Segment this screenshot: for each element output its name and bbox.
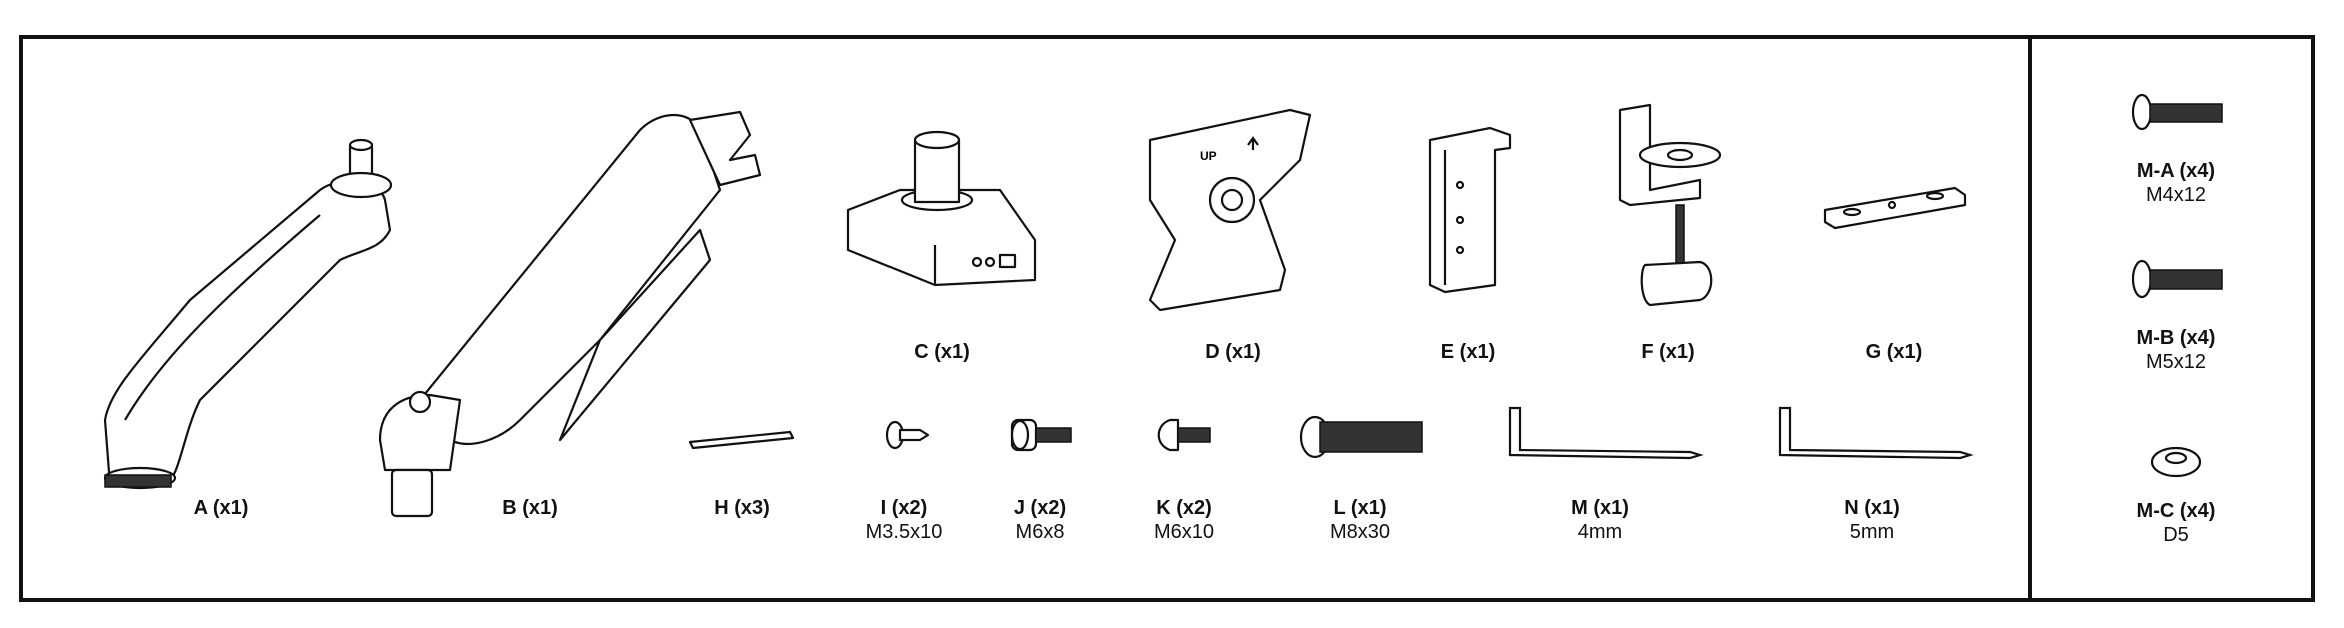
part-mb-screw-illustration xyxy=(2131,259,2223,299)
part-title: M-B (x4) xyxy=(2136,327,2216,349)
label-part-j: J (x2)M6x8 xyxy=(1014,496,1066,544)
part-title: E (x1) xyxy=(1440,341,1496,363)
label-part-m: M (x1)4mm xyxy=(1571,496,1629,544)
part-n-hex-key-illustration xyxy=(1778,406,1974,460)
label-part-c: C (x1) xyxy=(914,340,970,364)
part-title: J (x2) xyxy=(1013,497,1067,519)
part-title: M-A (x4) xyxy=(2136,160,2216,182)
part-spec: M6x10 xyxy=(1153,521,1215,543)
part-title: M (x1) xyxy=(1571,497,1629,519)
label-part-ma: M-A (x4)M4x12 xyxy=(2137,159,2215,207)
part-spec: M3.5x10 xyxy=(865,521,943,543)
part-title: G (x1) xyxy=(1865,341,1923,363)
label-part-h: H (x3) xyxy=(714,496,770,520)
part-e-bracket-illustration xyxy=(1428,126,1512,294)
part-a-arm-illustration xyxy=(103,138,393,490)
part-title: B (x1) xyxy=(502,497,558,519)
part-title: C (x1) xyxy=(914,341,970,363)
part-title: H (x3) xyxy=(714,497,770,519)
part-title: D (x1) xyxy=(1205,341,1261,363)
label-part-e: E (x1) xyxy=(1441,340,1495,364)
part-spec: M6x8 xyxy=(1015,521,1065,543)
part-h-strip-illustration xyxy=(688,430,795,450)
part-spec: M5x12 xyxy=(2145,351,2207,373)
part-title: I (x2) xyxy=(880,497,928,519)
part-j-bolt-illustration xyxy=(1010,418,1072,452)
label-part-mb: M-B (x4)M5x12 xyxy=(2137,326,2216,374)
up-marking: UP xyxy=(1200,149,1217,163)
part-spec: D5 xyxy=(2163,524,2189,546)
part-f-clamp-illustration xyxy=(1618,103,1722,307)
part-k-bolt-illustration xyxy=(1157,418,1211,452)
part-ma-screw-illustration xyxy=(2131,93,2223,131)
outer-frame xyxy=(19,35,2315,602)
part-spec: 4mm xyxy=(1577,521,1623,543)
part-b-arm-illustration xyxy=(378,110,762,518)
part-title: L (x1) xyxy=(1333,497,1387,519)
part-i-screw-illustration xyxy=(885,420,930,450)
label-part-mc: M-C (x4)D5 xyxy=(2137,499,2216,547)
label-part-a: A (x1) xyxy=(194,496,249,520)
part-title: F (x1) xyxy=(1641,341,1695,363)
label-part-d: D (x1) xyxy=(1205,340,1261,364)
part-d-vesa-plate-illustration: UP xyxy=(1148,108,1312,312)
label-part-f: F (x1) xyxy=(1641,340,1694,364)
label-part-n: N (x1)5mm xyxy=(1844,496,1900,544)
part-title: K (x2) xyxy=(1156,497,1212,519)
part-title: N (x1) xyxy=(1844,497,1900,519)
part-title: A (x1) xyxy=(193,497,249,519)
part-g-plate-illustration xyxy=(1823,186,1967,230)
label-part-g: G (x1) xyxy=(1866,340,1923,364)
part-spec: M4x12 xyxy=(2145,184,2207,206)
part-spec: M8x30 xyxy=(1329,521,1391,543)
part-mc-washer-illustration xyxy=(2150,446,2202,478)
part-c-base-illustration xyxy=(846,130,1037,287)
part-l-bolt-illustration xyxy=(1299,415,1423,459)
part-title: M-C (x4) xyxy=(2136,500,2216,522)
part-m-hex-key-illustration xyxy=(1508,406,1704,460)
label-part-k: K (x2)M6x10 xyxy=(1154,496,1214,544)
label-part-b: B (x1) xyxy=(502,496,558,520)
part-spec: 5mm xyxy=(1849,521,1895,543)
label-part-l: L (x1)M8x30 xyxy=(1330,496,1390,544)
label-part-i: I (x2)M3.5x10 xyxy=(866,496,943,544)
